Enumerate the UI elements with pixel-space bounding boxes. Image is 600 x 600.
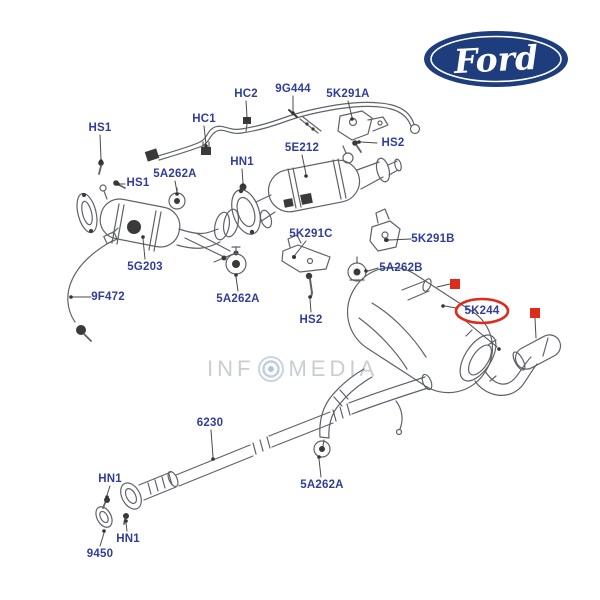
red-square-marker — [530, 308, 540, 318]
part-label-hc1[interactable]: HC1 — [192, 113, 216, 125]
ford-logo: Ford — [424, 31, 568, 87]
highlight-markers — [436, 279, 540, 339]
red-square-marker — [450, 279, 460, 289]
part-label-9f472[interactable]: 9F472 — [91, 291, 125, 303]
muffler-assembly-drawing — [313, 266, 562, 458]
watermark: INF MEDIA — [207, 354, 378, 384]
part-label-5e212[interactable]: 5E212 — [284, 142, 320, 154]
watermark-text-right: MEDIA — [288, 356, 379, 381]
watermark-logo-icon — [257, 355, 285, 383]
part-label-hn1-1[interactable]: HN1 — [230, 156, 254, 168]
part-label-hc2[interactable]: HC2 — [234, 88, 258, 100]
part-label-5k291c[interactable]: 5K291C — [289, 228, 333, 240]
watermark-text-left: INF — [207, 356, 255, 381]
part-label-5k291a[interactable]: 5K291A — [326, 88, 370, 100]
front-exhaust-assembly-drawing — [67, 160, 240, 342]
part-label-hn1-3[interactable]: HN1 — [116, 533, 140, 545]
part-label-5a262a-3[interactable]: 5A262A — [300, 479, 344, 491]
part-label-hs1-2[interactable]: HS1 — [126, 177, 150, 189]
part-label-hs1-1[interactable]: HS1 — [88, 122, 112, 134]
part-label-5a262a-2[interactable]: 5A262A — [216, 293, 260, 305]
part-label-6230[interactable]: 6230 — [196, 417, 224, 429]
highlight-oval — [454, 297, 510, 325]
part-label-5a262a-1[interactable]: 5A262A — [153, 168, 197, 180]
center-pipe-drawing — [95, 373, 433, 528]
part-label-hs2-2[interactable]: HS2 — [299, 314, 323, 326]
part-label-9450[interactable]: 9450 — [86, 548, 114, 560]
part-label-hs2-1[interactable]: HS2 — [381, 137, 405, 149]
part-label-5k291b[interactable]: 5K291B — [411, 233, 455, 245]
center-catalytic-assembly-drawing — [144, 101, 421, 298]
ford-logo-text: Ford — [452, 38, 539, 81]
part-label-5k244-highlighted[interactable]: 5K244 — [464, 305, 500, 317]
part-label-5a262b[interactable]: 5A262B — [379, 262, 423, 274]
part-label-hn1-2[interactable]: HN1 — [98, 473, 122, 485]
part-label-5g203[interactable]: 5G203 — [127, 261, 163, 273]
part-label-9g444[interactable]: 9G444 — [275, 83, 311, 95]
leader-lines — [69, 95, 501, 547]
